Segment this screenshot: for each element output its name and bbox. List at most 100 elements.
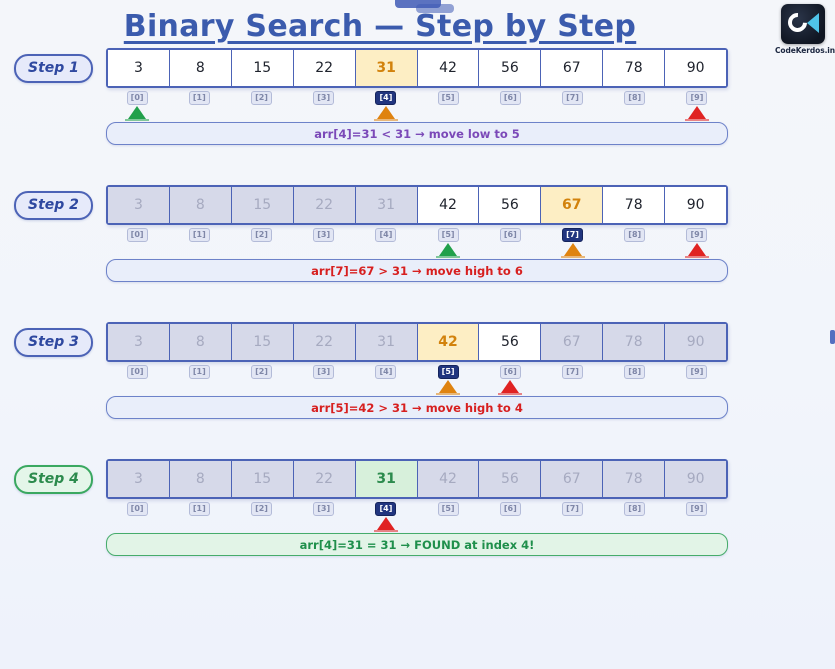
logo-label: CodeKerdos.in bbox=[775, 46, 835, 55]
array-cell[interactable]: 15 bbox=[231, 324, 294, 360]
array-cell[interactable]: 31 bbox=[355, 187, 418, 223]
array-cell[interactable]: 15 bbox=[231, 50, 294, 86]
pointer-slot bbox=[479, 517, 541, 533]
pointer-slot bbox=[168, 517, 230, 533]
pointer-slot bbox=[417, 517, 479, 533]
index-label-text: [6] bbox=[499, 502, 521, 516]
array-cell[interactable]: 8 bbox=[169, 324, 232, 360]
array-cell[interactable]: 31 bbox=[355, 324, 418, 360]
array-cell[interactable]: 3 bbox=[108, 461, 170, 497]
pointer-marker-row bbox=[106, 243, 728, 259]
array-cell[interactable]: 42 bbox=[417, 50, 480, 86]
array-cell[interactable]: 78 bbox=[603, 324, 666, 360]
array-cell[interactable]: 3 bbox=[108, 50, 170, 86]
array-cell[interactable]: 67 bbox=[541, 324, 604, 360]
index-label-text: [7] bbox=[562, 502, 583, 516]
pointer-slot bbox=[230, 243, 292, 259]
array-cell[interactable]: 3 bbox=[108, 187, 170, 223]
high-pointer-icon bbox=[376, 517, 395, 530]
array-cell[interactable]: 42 bbox=[417, 461, 480, 497]
index-label: [6] bbox=[479, 91, 541, 105]
index-label-text: [3] bbox=[313, 228, 335, 242]
index-label: [6] bbox=[479, 228, 541, 242]
pointer-slot bbox=[666, 106, 728, 122]
pointer-slot bbox=[417, 380, 479, 396]
array-cell[interactable]: 3 bbox=[108, 324, 170, 360]
index-label-text: [1] bbox=[188, 502, 210, 516]
index-label: [1] bbox=[168, 228, 230, 242]
array-cell[interactable]: 78 bbox=[603, 187, 666, 223]
index-label-text: [1] bbox=[188, 228, 210, 242]
high-pointer-base bbox=[373, 530, 398, 532]
mid-pointer-icon bbox=[376, 106, 395, 119]
array-cell[interactable]: 42 bbox=[417, 324, 480, 360]
index-label-row: [0][1][2][3][4][5][6][7][8][9] bbox=[106, 228, 728, 242]
index-label-row: [0][1][2][3][4][5][6][7][8][9] bbox=[106, 91, 728, 105]
high-pointer-icon bbox=[501, 380, 520, 393]
array-cell[interactable]: 22 bbox=[293, 50, 356, 86]
array-cell[interactable]: 90 bbox=[665, 187, 727, 223]
array-cell[interactable]: 31 bbox=[355, 461, 418, 497]
array-cell[interactable]: 90 bbox=[665, 50, 727, 86]
array-cell[interactable]: 22 bbox=[293, 324, 356, 360]
low-pointer-icon bbox=[128, 106, 147, 119]
pointer-slot bbox=[479, 106, 541, 122]
pointer-slot bbox=[417, 106, 479, 122]
index-label: [3] bbox=[293, 228, 355, 242]
array-cell[interactable]: 67 bbox=[541, 461, 604, 497]
mid-pointer-icon bbox=[439, 380, 458, 393]
index-label-text: [1] bbox=[188, 91, 210, 105]
index-label-text: [9] bbox=[686, 502, 708, 516]
index-label: [8] bbox=[604, 91, 666, 105]
pointer-slot bbox=[355, 106, 417, 122]
pointer-slot bbox=[293, 517, 355, 533]
pointer-slot bbox=[479, 380, 541, 396]
index-label-text: [0] bbox=[126, 365, 148, 379]
pointer-slot bbox=[293, 380, 355, 396]
array-cell[interactable]: 90 bbox=[665, 461, 727, 497]
array-cell[interactable]: 56 bbox=[479, 461, 542, 497]
index-label: [2] bbox=[230, 228, 292, 242]
pointer-slot bbox=[168, 380, 230, 396]
site-logo[interactable]: CodeKerdos.in bbox=[775, 4, 835, 55]
index-label: [5] bbox=[417, 91, 479, 105]
index-label: [2] bbox=[230, 502, 292, 516]
array-cell[interactable]: 56 bbox=[479, 324, 542, 360]
pointer-slot bbox=[541, 243, 603, 259]
array-cell[interactable]: 56 bbox=[479, 187, 542, 223]
index-label-text: [4] bbox=[375, 502, 397, 516]
index-label-text: [3] bbox=[313, 502, 335, 516]
index-label: [4] bbox=[355, 91, 417, 105]
array-cell[interactable]: 78 bbox=[603, 50, 666, 86]
array-cell[interactable]: 67 bbox=[541, 187, 604, 223]
array-cell[interactable]: 56 bbox=[479, 50, 542, 86]
pointer-slot bbox=[355, 517, 417, 533]
index-label-text: [3] bbox=[313, 365, 335, 379]
pointer-slot bbox=[541, 106, 603, 122]
pointer-slot bbox=[168, 106, 230, 122]
index-label: [0] bbox=[106, 228, 168, 242]
array-cell[interactable]: 15 bbox=[231, 187, 294, 223]
step-message: arr[5]=42 > 31 → move high to 4 bbox=[106, 396, 728, 419]
index-label-text: [5] bbox=[437, 502, 459, 516]
index-label-text: [0] bbox=[126, 502, 148, 516]
array-cell[interactable]: 8 bbox=[169, 50, 232, 86]
scrollbar-thumb[interactable] bbox=[830, 330, 835, 344]
array-cell[interactable]: 8 bbox=[169, 187, 232, 223]
array-cell[interactable]: 22 bbox=[293, 187, 356, 223]
index-label: [6] bbox=[479, 502, 541, 516]
array-cell[interactable]: 78 bbox=[603, 461, 666, 497]
array-cell[interactable]: 31 bbox=[355, 50, 418, 86]
array-cell[interactable]: 22 bbox=[293, 461, 356, 497]
array-cell[interactable]: 15 bbox=[231, 461, 294, 497]
array-cell[interactable]: 67 bbox=[541, 50, 604, 86]
step-badge: Step 2 bbox=[14, 191, 93, 220]
array-cell[interactable]: 42 bbox=[417, 187, 480, 223]
array-cell[interactable]: 8 bbox=[169, 461, 232, 497]
array-cell[interactable]: 90 bbox=[665, 324, 727, 360]
pointer-slot bbox=[604, 243, 666, 259]
pointer-slot bbox=[541, 380, 603, 396]
